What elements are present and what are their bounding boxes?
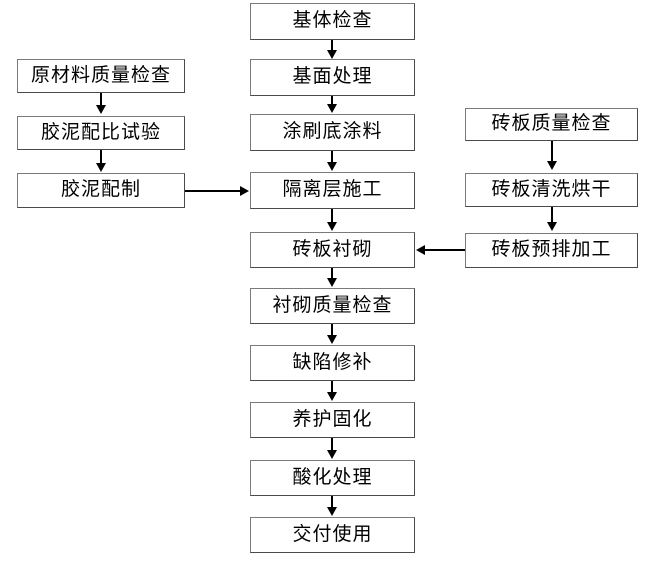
arrowhead-down-icon [547, 222, 557, 231]
node-label: 基体检查 [292, 9, 373, 31]
node-label: 砖板预排加工 [491, 238, 612, 260]
node-lining-quality-inspection[interactable]: 衬砌质量检查 [250, 288, 415, 324]
arrowhead-down-icon [327, 392, 337, 401]
edge-line-mortar-preparation-to-isolation-layer [185, 190, 241, 192]
arrowhead-right-icon [240, 186, 249, 196]
arrowhead-down-icon [547, 161, 557, 170]
arrowhead-left-icon [416, 245, 425, 255]
node-primer-coating[interactable]: 涂刷底涂料 [250, 114, 415, 151]
edge-line-surface-treatment-to-primer [331, 96, 333, 105]
node-tile-washing-drying[interactable]: 砖板清洗烘干 [465, 173, 638, 207]
node-label: 砖板质量检查 [491, 112, 612, 134]
node-delivery-for-use[interactable]: 交付使用 [250, 517, 415, 553]
edge-line-primer-to-isolation-layer [331, 151, 333, 163]
node-isolation-layer-construction[interactable]: 隔离层施工 [250, 172, 415, 209]
edge-line-mortar-ratio-to-mortar-preparation [100, 150, 102, 164]
edge-line-base-inspection-to-surface-treatment [331, 40, 333, 51]
node-label: 砖板清洗烘干 [491, 177, 612, 200]
node-label: 缺陷修补 [292, 350, 373, 373]
arrowhead-down-icon [96, 163, 106, 172]
node-base-surface-treatment[interactable]: 基面处理 [250, 59, 415, 96]
arrowhead-down-icon [327, 278, 337, 287]
node-label: 胶泥配比试验 [40, 120, 161, 143]
arrowhead-down-icon [327, 162, 337, 171]
node-base-inspection[interactable]: 基体检查 [250, 3, 415, 40]
edge-line-curing-to-acidification [331, 438, 333, 451]
node-mortar-ratio-test[interactable]: 胶泥配比试验 [17, 116, 185, 150]
node-raw-material-quality-inspection[interactable]: 原材料质量检查 [17, 59, 185, 93]
node-tile-pre-arrangement-processing[interactable]: 砖板预排加工 [465, 233, 638, 268]
node-label: 胶泥配制 [60, 178, 141, 200]
node-label: 酸化处理 [292, 465, 373, 488]
edge-line-tile-washing-to-tile-pre-arrangement [551, 207, 553, 223]
node-label: 涂刷底涂料 [282, 120, 383, 142]
node-label: 养护固化 [292, 407, 373, 430]
arrowhead-down-icon [96, 105, 106, 114]
node-label: 衬砌质量检查 [272, 293, 393, 316]
edge-line-isolation-layer-to-tile-lining [331, 209, 333, 223]
node-defect-repair[interactable]: 缺陷修补 [250, 345, 415, 381]
edge-line-tile-lining-to-lining-inspection [331, 268, 333, 279]
node-tile-lining[interactable]: 砖板衬砌 [250, 232, 415, 268]
node-mortar-preparation[interactable]: 胶泥配制 [17, 173, 185, 208]
arrowhead-down-icon [327, 104, 337, 113]
edge-line-lining-inspection-to-defect-repair [331, 324, 333, 336]
node-label: 隔离层施工 [282, 178, 383, 200]
node-label: 原材料质量检查 [30, 63, 171, 86]
edge-line-acidification-to-delivery [331, 496, 333, 508]
edge-line-tile-pre-arrangement-to-tile-lining [424, 249, 465, 251]
node-acidification-treatment[interactable]: 酸化处理 [250, 460, 415, 496]
node-label: 基面处理 [292, 65, 373, 87]
arrowhead-down-icon [327, 335, 337, 344]
node-label: 砖板衬砌 [292, 237, 373, 260]
node-tile-quality-inspection[interactable]: 砖板质量检查 [465, 108, 638, 141]
edge-line-tile-inspection-to-tile-washing [551, 141, 553, 162]
node-label: 交付使用 [292, 522, 373, 545]
edge-line-defect-repair-to-curing [331, 381, 333, 393]
arrowhead-down-icon [327, 50, 337, 59]
arrowhead-down-icon [327, 507, 337, 516]
edge-line-raw-material-to-mortar-ratio [100, 93, 102, 106]
arrowhead-down-icon [327, 222, 337, 231]
arrowhead-down-icon [327, 450, 337, 459]
node-curing-solidification[interactable]: 养护固化 [250, 402, 415, 438]
